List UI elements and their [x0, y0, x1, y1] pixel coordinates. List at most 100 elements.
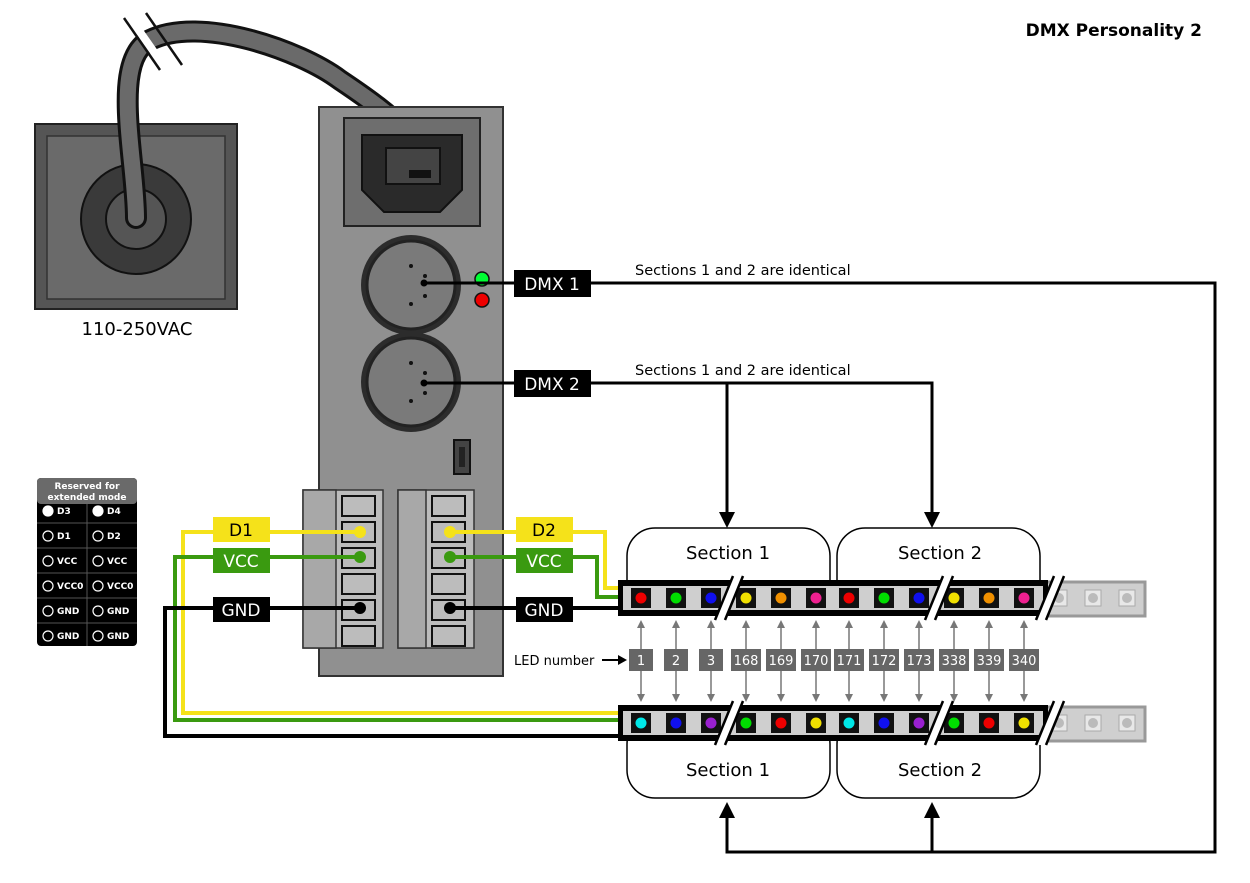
legend-pin-vcc0-4-2: VCC0: [92, 580, 133, 592]
svg-text:339: 339: [977, 654, 1002, 669]
led-number-2: 2: [664, 620, 688, 702]
terminal-block-right: [397, 489, 475, 649]
legend-pin-vcc-3-2: VCC: [92, 555, 128, 567]
led-bottom-unlit-2: [1084, 714, 1102, 732]
vcc-right-tag: VCC: [516, 548, 573, 573]
svg-text:GND: GND: [107, 607, 129, 617]
legend-pin-vcc0-4-1: VCC0: [42, 580, 83, 592]
svg-text:VCC: VCC: [107, 557, 128, 567]
svg-text:D1: D1: [229, 521, 253, 541]
svg-text:1: 1: [637, 654, 645, 669]
legend-pin-gnd-5-1: GND: [42, 605, 79, 617]
led-top-6: [806, 588, 826, 608]
led-top-1: [631, 588, 651, 608]
status-led-red: [474, 292, 490, 308]
svg-text:VCC0: VCC0: [107, 582, 133, 592]
led-number-340: 340: [1009, 620, 1039, 702]
led-number-173: 173: [904, 620, 934, 702]
led-bottom-4: [736, 713, 756, 733]
legend-pin-gnd-6-1: GND: [42, 630, 79, 642]
legend-pin-vcc-3-1: VCC: [42, 555, 78, 567]
svg-text:GND: GND: [525, 601, 564, 621]
led-bottom-6: [806, 713, 826, 733]
led-bottom-7: [839, 713, 859, 733]
terminal-block-left: [302, 489, 384, 649]
dmx2-tag: DMX 2: [514, 370, 591, 397]
led-number-170: 170: [801, 620, 831, 702]
dmx-lines: [424, 281, 1217, 854]
led-top-unlit-3: [1118, 589, 1136, 607]
legend-pin-d1-2-1: D1: [42, 530, 71, 542]
led-number-arrow: [602, 655, 627, 665]
led-top-12: [1014, 588, 1034, 608]
svg-text:340: 340: [1012, 654, 1037, 669]
section-top-2-label: Section 2: [898, 543, 982, 564]
svg-text:338: 338: [942, 654, 967, 669]
svg-text:D1: D1: [57, 532, 71, 542]
svg-text:2: 2: [672, 654, 680, 669]
svg-text:VCC: VCC: [223, 552, 258, 572]
led-top-3: [701, 588, 721, 608]
svg-text:extended mode: extended mode: [48, 493, 127, 503]
legend-pin-d4-1-2: D4: [92, 505, 121, 517]
svg-text:VCC0: VCC0: [57, 582, 83, 592]
led-top-9: [909, 588, 929, 608]
svg-text:GND: GND: [107, 632, 129, 642]
svg-text:168: 168: [734, 654, 759, 669]
svg-text:VCC: VCC: [526, 552, 561, 572]
led-number-172: 172: [869, 620, 899, 702]
svg-text:GND: GND: [222, 601, 261, 621]
vcc-left-tag: VCC: [213, 548, 270, 573]
power-label: 110-250VAC: [82, 319, 193, 340]
led-bottom-unlit-3: [1118, 714, 1136, 732]
section-bottom-2-label: Section 2: [898, 760, 982, 781]
dmx2-connector: [361, 332, 461, 432]
svg-text:GND: GND: [57, 632, 79, 642]
led-top-7: [839, 588, 859, 608]
led-bottom-8: [874, 713, 894, 733]
led-number-338: 338: [939, 620, 969, 702]
led-number-1: 1: [629, 620, 653, 702]
svg-text:DMX 1: DMX 1: [524, 275, 580, 295]
svg-text:169: 169: [769, 654, 794, 669]
led-bottom-12: [1014, 713, 1034, 733]
led-top-unlit-2: [1084, 589, 1102, 607]
led-top-5: [771, 588, 791, 608]
led-bottom-1: [631, 713, 651, 733]
svg-text:170: 170: [804, 654, 829, 669]
led-number-label: LED number: [514, 654, 595, 669]
dmx2-note: Sections 1 and 2 are identical: [635, 363, 851, 379]
led-top-2: [666, 588, 686, 608]
svg-text:D3: D3: [57, 507, 71, 517]
led-bottom-11: [979, 713, 999, 733]
d1-tag: D1: [213, 517, 270, 542]
led-number-339: 339: [974, 620, 1004, 702]
led-number-3: 3: [699, 620, 723, 702]
dmx1-tag: DMX 1: [514, 270, 591, 297]
led-number-169: 169: [766, 620, 796, 702]
gnd-right-tag: GND: [516, 597, 573, 622]
led-number-168: 168: [731, 620, 761, 702]
led-top-8: [874, 588, 894, 608]
led-top-10: [944, 588, 964, 608]
dmx1-connector: [361, 235, 461, 335]
diagram-title: DMX Personality 2: [1026, 21, 1202, 41]
gnd-left-tag: GND: [213, 597, 270, 622]
svg-text:VCC: VCC: [57, 557, 78, 567]
d2-tag: D2: [516, 517, 573, 542]
svg-text:172: 172: [872, 654, 897, 669]
led-bottom-9: [909, 713, 929, 733]
legend-pin-d2-2-2: D2: [92, 530, 121, 542]
svg-text:Reserved for: Reserved for: [54, 482, 120, 492]
section-top-1-label: Section 1: [686, 543, 770, 564]
svg-text:DMX 2: DMX 2: [524, 375, 580, 395]
strip-break-marks: [713, 575, 1066, 746]
legend-pin-d3-1-1: D3: [42, 505, 71, 517]
led-top-4: [736, 588, 756, 608]
led-number-171: 171: [834, 620, 864, 702]
svg-text:D2: D2: [532, 521, 556, 541]
dmx-arrowheads: [719, 512, 940, 818]
led-bottom-10: [944, 713, 964, 733]
